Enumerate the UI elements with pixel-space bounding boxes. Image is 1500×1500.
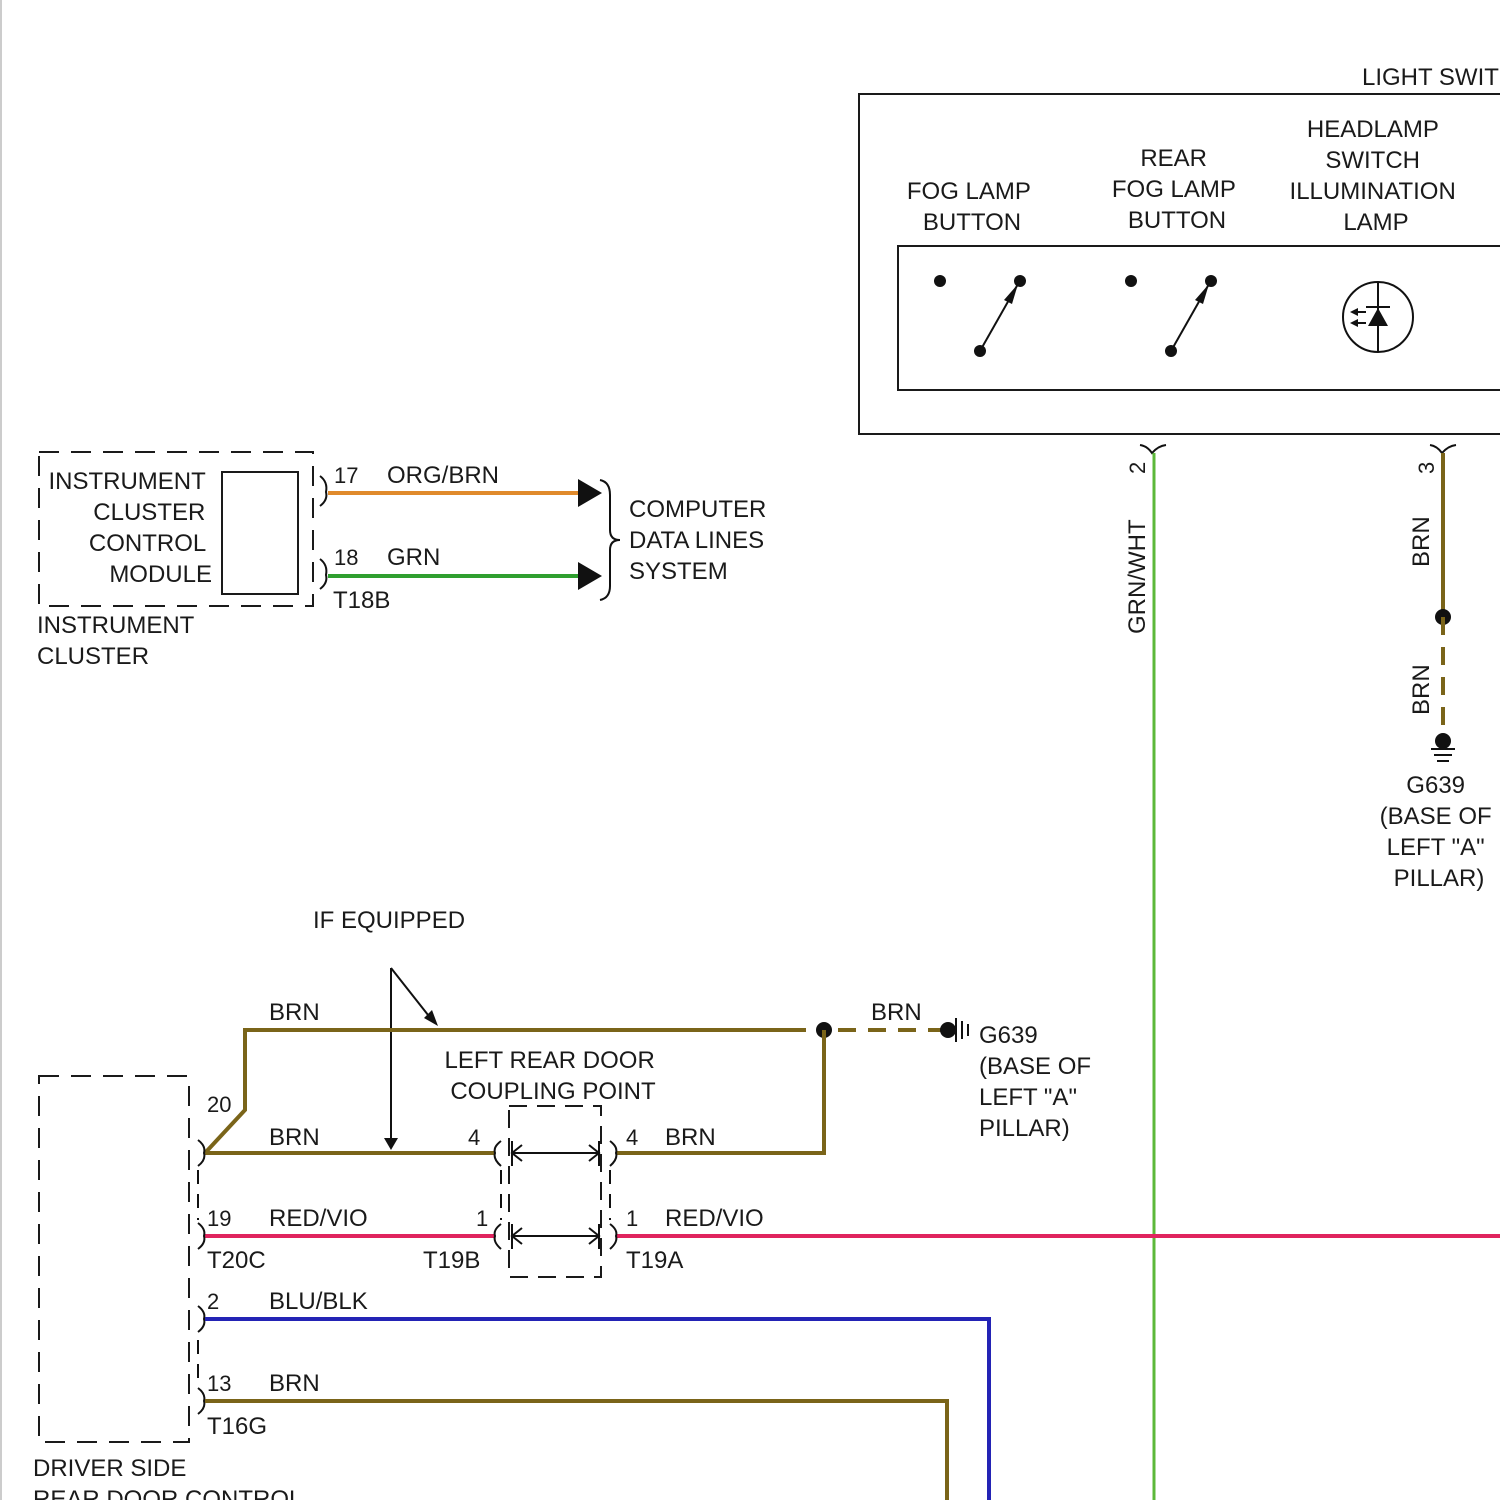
brn-wire-top-label: BRN: [269, 999, 320, 1026]
brn-wire-ground-lower-label: BRN: [871, 999, 922, 1026]
if-equipped-note: IF EQUIPPED: [313, 907, 465, 934]
if-equipped-pointer: [391, 968, 432, 1140]
arrow-right-icon: [578, 562, 602, 590]
coupling-arrow-pin-1: [512, 1224, 599, 1249]
grn-wht-wire-label: GRN/WHT: [1124, 519, 1151, 634]
coupling-pin-1-left: 1: [476, 1206, 488, 1231]
destination-brace: [600, 480, 620, 600]
connector-t19b-label: T19B: [423, 1247, 480, 1274]
pin-2-label: 2: [207, 1289, 219, 1314]
rear-fog-lamp-button-label: REAR FOG LAMP BUTTON: [1112, 145, 1242, 234]
rear-door-control-label: DRIVER SIDE REAR DOOR CONTROL: [33, 1455, 302, 1500]
instrument-cluster-component-label: INSTRUMENT CLUSTER: [37, 612, 201, 670]
coupling-point-label: LEFT REAR DOOR COUPLING POINT: [445, 1047, 662, 1105]
brn-wire-ground-label: BRN: [1408, 664, 1435, 715]
connector-t20c-label: T20C: [207, 1247, 266, 1274]
arrow-down-icon: [384, 1138, 398, 1150]
brn-wire-pin-3-label: BRN: [1408, 516, 1435, 567]
connector-t16g-label: T16G: [207, 1413, 267, 1440]
coupling-arrow-pin-4: [512, 1141, 599, 1166]
grn-wire-label: GRN: [387, 544, 440, 571]
connector-pin-18-symbol: [320, 559, 326, 589]
light-switch-inner-box: [898, 246, 1500, 390]
light-switch-pin-3: 3: [1414, 462, 1439, 474]
brn-wire-pin-20-label: BRN: [269, 1124, 320, 1151]
connector-pin-2-symbol: [1140, 445, 1166, 453]
brn-wire-pin-4-right-label: BRN: [665, 1124, 716, 1151]
rear-fog-lamp-switch-symbol: [1125, 275, 1217, 357]
ground-icon: [940, 1018, 968, 1042]
ground-g639-label-top: G639 (BASE OF LEFT "A" PILLAR): [1380, 772, 1499, 892]
pin-20-label: 20: [207, 1092, 231, 1117]
blu-blk-wire-label: BLU/BLK: [269, 1288, 368, 1315]
computer-data-lines-label: COMPUTER DATA LINES SYSTEM: [629, 496, 773, 585]
coupling-pin-4-left: 4: [468, 1125, 480, 1150]
pin-17-label: 17: [334, 463, 358, 488]
connector-t18b-label: T18B: [333, 587, 390, 614]
illumination-led-icon: [1343, 282, 1413, 352]
coupling-point-outline: [509, 1106, 601, 1277]
light-switch-title: LIGHT SWIT: [1362, 64, 1499, 91]
instrument-cluster-module-box: [222, 472, 298, 594]
red-vio-wire-left-label: RED/VIO: [269, 1205, 368, 1232]
arrow-right-icon: [578, 479, 602, 507]
light-switch-pin-2: 2: [1125, 462, 1150, 474]
coupling-pin-4-right: 4: [626, 1125, 638, 1150]
fog-lamp-switch-symbol: [934, 275, 1026, 357]
fog-lamp-button-label: FOG LAMP BUTTON: [907, 178, 1037, 236]
headlamp-illumination-label: HEADLAMP SWITCH ILLUMINATION LAMP: [1290, 116, 1463, 236]
ground-icon: [1431, 733, 1455, 761]
red-vio-wire-right-label: RED/VIO: [665, 1205, 764, 1232]
pin-18-label: 18: [334, 545, 358, 570]
connector-pin-17-symbol: [320, 476, 326, 506]
pin-13-label: 13: [207, 1371, 231, 1396]
blu-blk-wire: [205, 1319, 989, 1500]
pin-19-label: 19: [207, 1206, 231, 1231]
coupling-pin-1-right: 1: [626, 1206, 638, 1231]
instrument-cluster-module-label: INSTRUMENT CLUSTER CONTROL MODULE: [48, 468, 212, 588]
org-brn-wire-label: ORG/BRN: [387, 462, 499, 489]
connector-t19a-label: T19A: [626, 1247, 683, 1274]
rear-door-control-outline: [39, 1076, 189, 1442]
connector-pin-3-symbol: [1430, 445, 1456, 453]
brn-wire-pin-13-label: BRN: [269, 1370, 320, 1397]
ground-g639-label-lower: G639 (BASE OF LEFT "A" PILLAR): [979, 1022, 1098, 1142]
brn-wire-pin-13: [205, 1401, 947, 1500]
